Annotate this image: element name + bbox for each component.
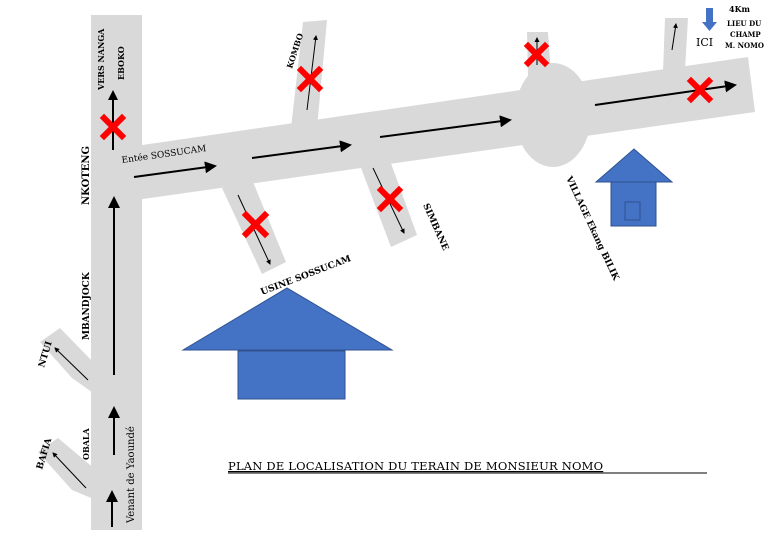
roundabout: [515, 63, 591, 167]
label-mbandjock: MBANDJOCK: [82, 271, 92, 340]
road-arrow-2: [251, 140, 352, 159]
label-venant-yaounde: Venant de Yaoundé: [126, 426, 137, 524]
direction-arrows: [52, 23, 737, 527]
label-vers-nanga: VERS NANGA: [96, 28, 106, 91]
bafia-arrow: [52, 452, 87, 489]
village-house: [594, 148, 674, 227]
down-arrow-icon: [702, 8, 717, 31]
label-m-nomo: M. NOMO: [725, 41, 764, 50]
ici-road: [663, 18, 688, 72]
red-cross-icon: [296, 65, 324, 93]
roads: [38, 15, 755, 530]
usine-building: [181, 287, 394, 400]
ntui-arrow: [54, 347, 89, 381]
red-cross-icon: [99, 113, 127, 141]
red-cross-icon: [686, 76, 714, 104]
house-icon: [181, 287, 394, 351]
road-arrow-4: [594, 80, 737, 106]
village-house-body: [610, 181, 657, 227]
kombo-arrow: [306, 35, 318, 111]
label-lieu-du: LIEU DU: [727, 19, 761, 28]
entree-arrow: [133, 161, 217, 178]
label-obala: OBALA: [81, 427, 91, 460]
label-eboko: EBOKO: [116, 46, 126, 80]
label-distance: 4Km: [729, 4, 751, 14]
usine-building-body: [237, 350, 346, 400]
red-cross-icon: [241, 210, 270, 239]
house-icon: [594, 148, 674, 183]
main-vertical-road: [91, 15, 142, 530]
label-simbane: SIMBANE: [420, 202, 450, 252]
red-crosses: [99, 41, 714, 239]
label-nkoteng: NKOTENG: [81, 146, 92, 205]
label-ici: ICI: [696, 36, 713, 49]
red-cross-icon: [523, 41, 550, 68]
ici-arrow: [671, 23, 678, 51]
map-title: PLAN DE LOCALISATION DU TERAIN DE MONSIE…: [228, 459, 603, 473]
red-cross-icon: [376, 185, 404, 213]
ntui-road: [40, 328, 96, 395]
village-house-door: [624, 201, 641, 221]
label-champ: CHAMP: [730, 30, 761, 39]
road-arrow-3: [379, 115, 512, 138]
